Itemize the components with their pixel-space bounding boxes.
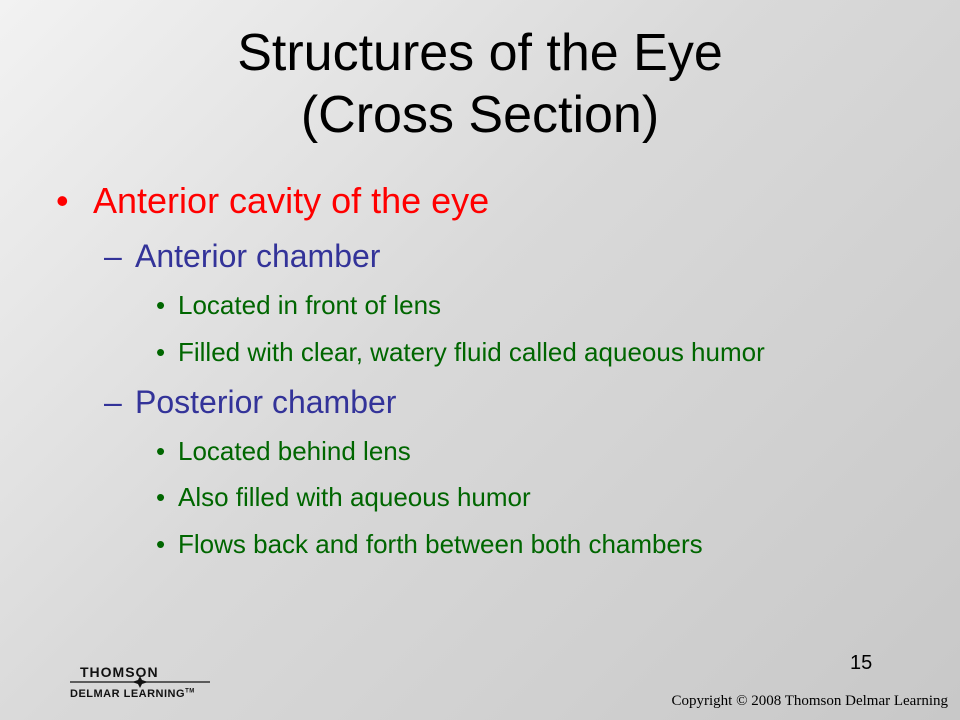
list-item-text: Located in front of lens <box>178 290 442 320</box>
list-item-text: Located behind lens <box>178 436 411 466</box>
thomson-delmar-logo: THOMSON DELMAR LEARNINGTM <box>70 664 210 704</box>
logo-top-text: THOMSON <box>80 664 159 680</box>
logo-bottom-text: DELMAR LEARNINGTM <box>70 688 195 700</box>
slide-title-line-2: (Cross Section) <box>300 86 660 144</box>
list-item: • Located behind lens <box>156 436 411 467</box>
subheading-text: Anterior chamber <box>135 238 381 274</box>
list-item-text: Also filled with aqueous humor <box>178 482 531 512</box>
list-item: • Flows back and forth between both chamb… <box>156 529 703 560</box>
bullet-dot: • <box>156 337 166 367</box>
slide-title: Structures of the Eye (Cross Section) <box>0 22 960 146</box>
subheading-anterior-chamber: –Anterior chamber <box>104 238 380 275</box>
list-item-text: Flows back and forth between both chambe… <box>178 529 703 559</box>
dash-marker: – <box>104 238 122 274</box>
page-number: 15 <box>850 652 873 674</box>
star-rule-icon <box>70 676 210 688</box>
slide-title-line-1: Structures of the Eye <box>237 24 723 82</box>
bullet-dot: • <box>56 180 69 221</box>
bullet-text-anterior-cavity: Anterior cavity of the eye <box>93 180 490 221</box>
dash-marker: – <box>104 384 122 420</box>
subheading-text: Posterior chamber <box>135 384 397 420</box>
list-item: • Also filled with aqueous humor <box>156 482 531 513</box>
bullet-dot: • <box>156 436 166 466</box>
list-item-text: Filled with clear, watery fluid called a… <box>178 337 765 367</box>
trademark-mark: TM <box>185 688 195 695</box>
subheading-posterior-chamber: –Posterior chamber <box>104 384 396 421</box>
bullet-dot: • <box>156 529 166 559</box>
copyright-notice: Copyright © 2008 Thomson Delmar Learning <box>671 693 949 709</box>
list-item: • Filled with clear, watery fluid called … <box>156 337 765 368</box>
bullet-dot: • <box>156 290 166 320</box>
list-item: • Located in front of lens <box>156 290 441 321</box>
bullet-dot: • <box>156 482 166 512</box>
